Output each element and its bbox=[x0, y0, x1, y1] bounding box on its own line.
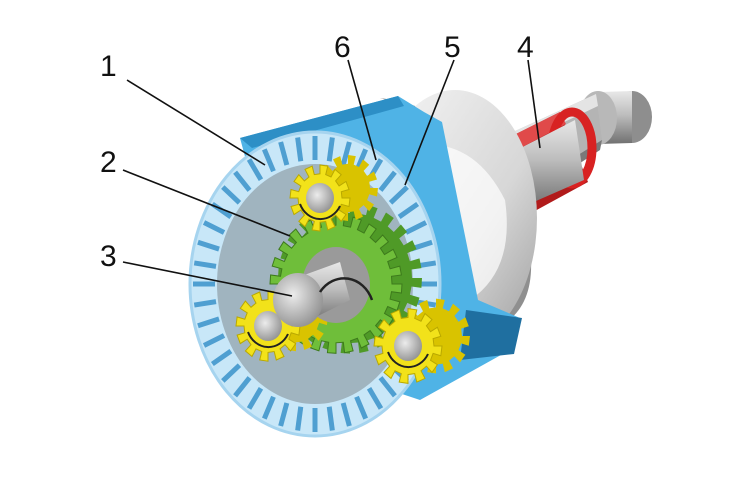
input-shaft bbox=[273, 247, 374, 327]
ring-gear-tooth bbox=[326, 406, 335, 431]
ring-gear-tooth bbox=[388, 185, 409, 205]
ring-gear-tooth bbox=[221, 363, 242, 383]
ring-gear-tooth bbox=[210, 348, 233, 367]
ring-gear-tooth bbox=[278, 141, 290, 166]
ring-gear-tooth bbox=[404, 220, 428, 235]
ring-gear-tooth bbox=[262, 395, 276, 420]
ring-gear-tooth bbox=[193, 299, 217, 308]
ring-gear-tooth bbox=[326, 137, 335, 162]
leader-line-5 bbox=[404, 59, 455, 186]
ring-gear-tooth bbox=[397, 201, 420, 220]
label-sun-gear: 2 bbox=[100, 146, 117, 179]
rotation-arrow bbox=[247, 331, 289, 349]
label-carrier: 5 bbox=[444, 31, 461, 64]
ring-gear-tooth bbox=[233, 170, 252, 192]
leader-line-2 bbox=[122, 169, 291, 237]
planet-gear-right bbox=[373, 298, 470, 384]
rotation-arrow bbox=[387, 351, 429, 369]
ring-gear-tooth bbox=[278, 402, 290, 427]
ring-gear-tooth bbox=[378, 170, 397, 192]
ring-gear-tooth bbox=[193, 260, 217, 269]
rotation-arrow bbox=[299, 203, 341, 221]
ring-gear-tooth bbox=[366, 387, 384, 410]
ring-gear-tooth bbox=[378, 376, 397, 398]
label-input-shaft: 3 bbox=[100, 240, 117, 273]
planet-pin bbox=[306, 183, 334, 213]
ring-gear-tooth bbox=[197, 239, 220, 252]
ring-gear-tooth bbox=[295, 406, 304, 431]
planet-gear-top bbox=[289, 155, 378, 232]
label-planet-gear: 6 bbox=[334, 31, 351, 64]
planet-pin bbox=[394, 331, 422, 361]
ring-gear-tooth bbox=[233, 376, 252, 398]
ring-gear-tooth bbox=[340, 402, 352, 427]
ring-gear-tooth bbox=[246, 158, 264, 181]
label-output-shaft: 4 bbox=[517, 31, 534, 64]
ring-gear-tooth bbox=[295, 137, 304, 162]
leader-line-4 bbox=[527, 59, 541, 149]
ring-gear-tooth bbox=[202, 333, 226, 348]
ring-gear-tooth bbox=[202, 220, 226, 235]
leader-line-1 bbox=[126, 79, 266, 166]
ring-gear-tooth bbox=[246, 387, 264, 410]
ring-gear-tooth bbox=[221, 185, 242, 205]
ring-gear-tooth bbox=[262, 148, 276, 173]
ring-gear-tooth bbox=[354, 395, 368, 420]
ring-gear-tooth bbox=[197, 316, 220, 329]
leader-line-6 bbox=[347, 59, 377, 161]
label-ring-gear: 1 bbox=[100, 50, 117, 83]
leader-line-3 bbox=[122, 261, 293, 297]
planet-pin bbox=[254, 311, 282, 341]
leader-lines bbox=[122, 59, 541, 297]
ring-gear-tooth bbox=[340, 141, 352, 166]
